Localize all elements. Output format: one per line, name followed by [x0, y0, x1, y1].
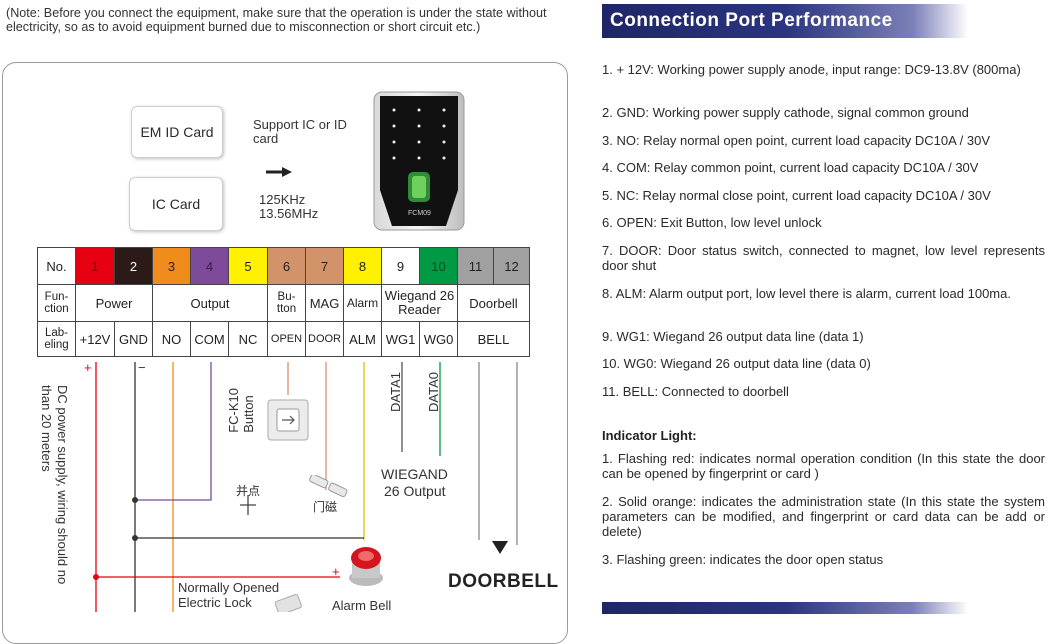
bottom-header-bar: [602, 602, 968, 614]
dc-power-note: DC power supply, wiring should no than 2…: [38, 385, 78, 610]
function-alarm: Alarm: [343, 284, 382, 322]
exit-button-icon: [266, 398, 310, 442]
port-number: 10: [419, 247, 458, 285]
label-wg1: WG1: [381, 321, 420, 357]
port-number: 5: [228, 247, 268, 285]
perf-item-5: 5. NC: Relay normal close point, current…: [602, 188, 991, 203]
dc-power-line1: DC power supply, wiring should no: [55, 385, 70, 585]
port-table: No. 1 2 3 4 5 6 7 8 9 10 11 12 Fun-ction…: [37, 247, 530, 357]
perf-item-10: 10. WG0: Wiegand 26 output data line (da…: [602, 356, 871, 371]
label-bell: BELL: [457, 321, 530, 357]
number-row: No. 1 2 3 4 5 6 7 8 9 10 11 12: [37, 247, 530, 285]
port-number: 8: [343, 247, 382, 285]
port-number: 4: [190, 247, 229, 285]
electric-lock-icon: [272, 593, 302, 616]
perf-item-4: 4. COM: Relay common point, current load…: [602, 160, 979, 175]
label-alm: ALM: [343, 321, 382, 357]
alarm-bell-icon: [346, 542, 386, 590]
labeling-row: Lab-eling +12V GND NO COM NC OPEN DOOR A…: [37, 321, 530, 357]
device-brand: FCM09: [408, 210, 431, 217]
button-label-group: FC-K10 Button: [226, 388, 268, 448]
perf-item-2: 2. GND: Working power supply cathode, si…: [602, 105, 969, 120]
label-nc: NC: [228, 321, 268, 357]
perf-item-7: 7. DOOR: Door status switch, connected t…: [602, 243, 1045, 273]
wiegand-label: WIEGAND: [381, 466, 448, 482]
wiegand-output-label: 26 Output: [384, 483, 446, 499]
data1-label: DATA1: [388, 372, 403, 412]
port-number: 1: [75, 247, 115, 285]
function-doorbell: Doorbell: [457, 284, 530, 322]
ic-card-label: IC Card: [151, 196, 201, 212]
performance-title: Connection Port Performance: [610, 10, 893, 31]
indicator-item-2: 2. Solid orange: indicates the administr…: [602, 494, 1045, 539]
em-id-card: EM ID Card: [131, 106, 223, 158]
perf-item-9: 9. WG1: Wiegand 26 output data line (dat…: [602, 329, 864, 344]
perf-item-11: 11. BELL: Connected to doorbell: [602, 384, 789, 399]
indicator-item-3: 3. Flashing green: indicates the door op…: [602, 552, 884, 567]
minus-mark: −: [138, 360, 146, 375]
support-card-text: Support IC or ID card: [253, 117, 347, 146]
function-power: Power: [75, 284, 153, 322]
function-header: Fun-ction: [37, 284, 76, 322]
wiring-diagram: [93, 362, 518, 612]
port-number: 12: [493, 247, 530, 285]
plus-mark-alarm: +: [332, 564, 340, 579]
indicator-item-1: 1. Flashing red: indicates normal operat…: [602, 451, 1045, 481]
ic-card: IC Card: [129, 177, 223, 231]
label-12v: +12V: [75, 321, 115, 357]
function-output: Output: [152, 284, 268, 322]
perf-item-8: 8. ALM: Alarm output port, low level the…: [602, 286, 1011, 301]
freq-125khz: 125KHz: [259, 192, 306, 207]
button-word: Button: [241, 395, 256, 433]
em-id-card-label: EM ID Card: [140, 124, 214, 140]
label-wg0: WG0: [419, 321, 458, 357]
port-number: 7: [305, 247, 344, 285]
door-magnet-icon: [302, 473, 352, 499]
data0-label: DATA0: [426, 372, 441, 412]
magnet-label: 门磁: [313, 500, 338, 514]
freq-1356mhz: 13.56MHz: [259, 206, 319, 221]
alarm-bell-label: Alarm Bell: [332, 598, 392, 613]
labeling-header: Lab-eling: [37, 321, 76, 357]
perf-item-6: 6. OPEN: Exit Button, low level unlock: [602, 215, 822, 230]
performance-header: Connection Port Performance: [602, 4, 968, 38]
port-number: 9: [381, 247, 420, 285]
perf-item-3: 3. NO: Relay normal open point, current …: [602, 133, 991, 148]
label-no: NO: [152, 321, 191, 357]
function-wiegand: Wiegand 26 Reader: [381, 284, 458, 322]
no-header: No.: [37, 247, 76, 285]
parallel-label: 并点: [236, 484, 261, 498]
label-com: COM: [190, 321, 229, 357]
warning-note: (Note: Before you connect the equipment,…: [6, 6, 547, 34]
arrow-right-icon: [266, 164, 292, 182]
port-number: 11: [457, 247, 494, 285]
lock-label: Normally Opened Electric Lock: [178, 580, 280, 610]
perf-item-1: 1. + 12V: Working power supply anode, in…: [602, 62, 1021, 77]
function-button: Bu-tton: [267, 284, 306, 322]
port-number: 2: [114, 247, 153, 285]
plus-mark: +: [84, 360, 92, 375]
button-model: FC-K10: [226, 388, 241, 433]
fingerprint-reader-device: FCM09: [372, 90, 466, 232]
port-number: 3: [152, 247, 191, 285]
indicator-title: Indicator Light:: [602, 428, 697, 443]
dc-power-line2: than 20 meters: [39, 385, 54, 472]
function-row: Fun-ction Power Output Bu-tton MAG Alarm…: [37, 284, 530, 322]
doorbell-label: DOORBELL: [448, 571, 559, 592]
